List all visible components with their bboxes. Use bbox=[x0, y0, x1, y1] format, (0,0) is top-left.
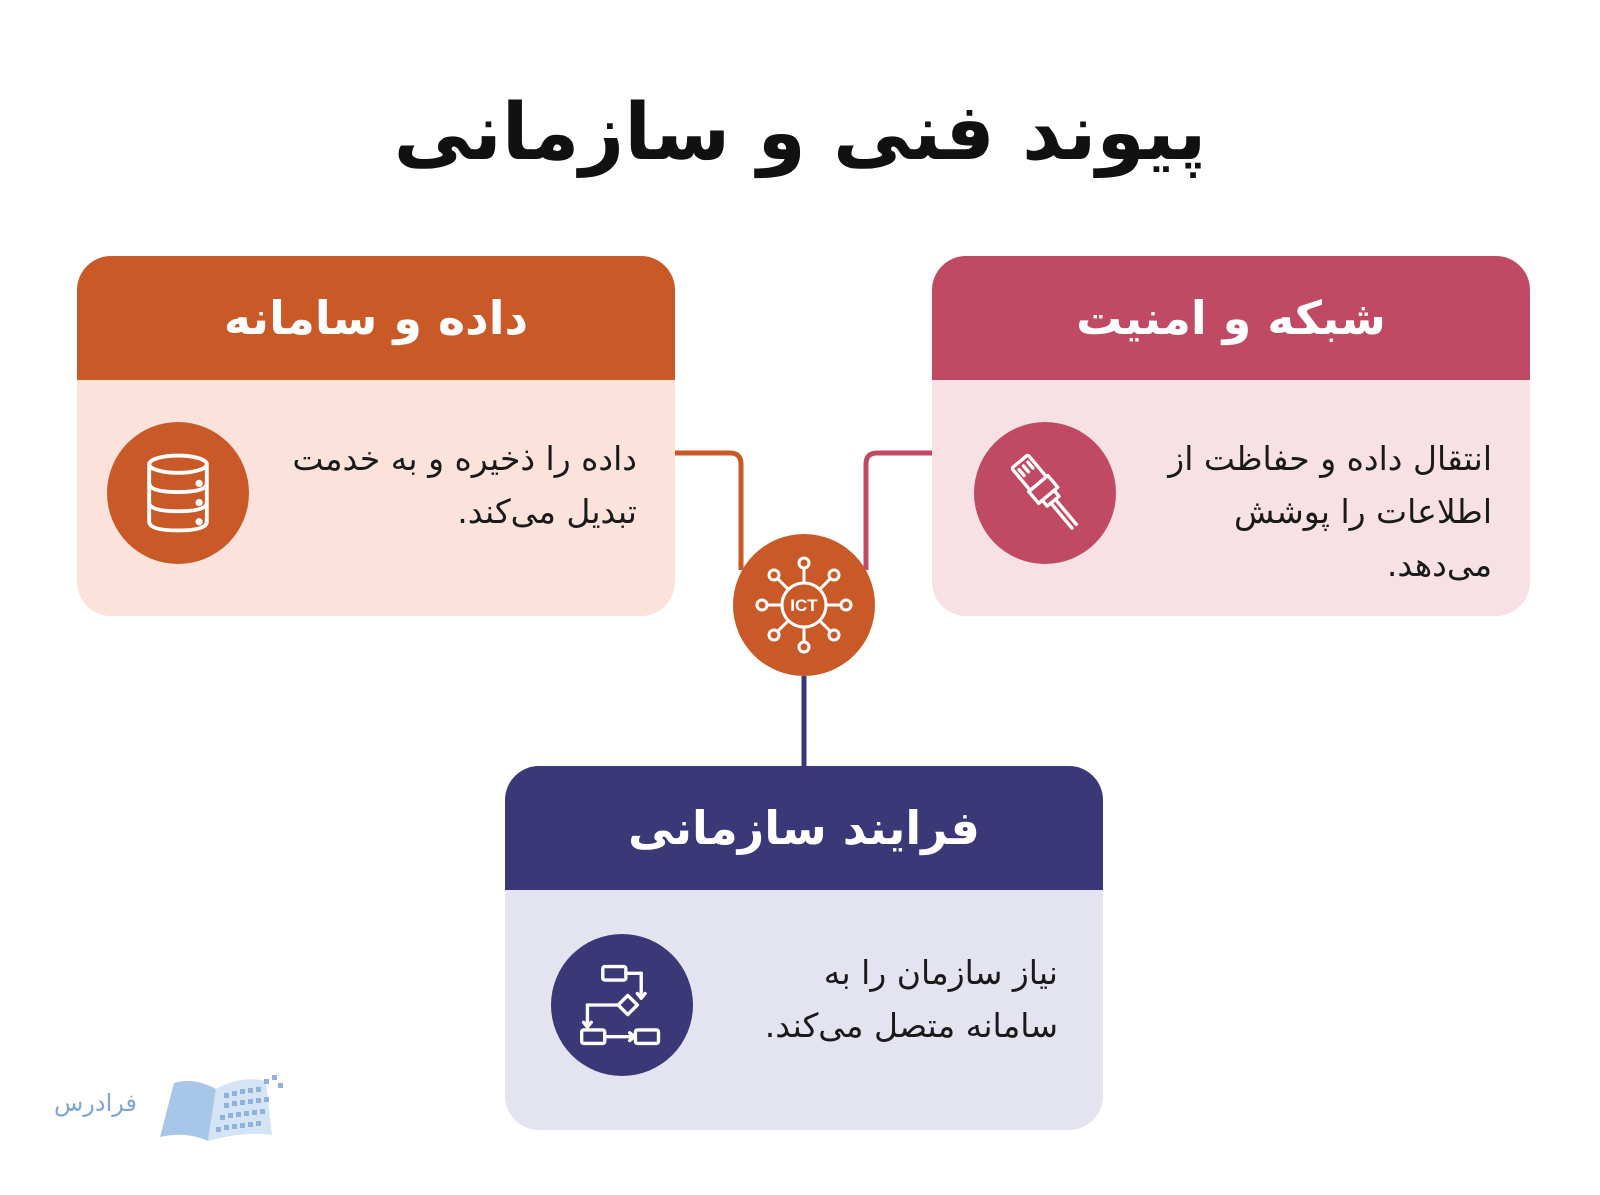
card-network-line-3: می‌دهد. bbox=[1386, 545, 1492, 584]
card-organizational-process: فرایند سازمانی نیاز سازمان را به سامانه … bbox=[505, 766, 1103, 1130]
database-icon bbox=[107, 422, 249, 564]
card-network-security: شبکه و امنیت انتقال داده و حفاظت از اطلا… bbox=[932, 256, 1530, 616]
card-process-body: نیاز سازمان را به سامانه متصل می‌کند. bbox=[505, 890, 1103, 1130]
connector-network bbox=[863, 450, 932, 570]
card-network-body: انتقال داده و حفاظت از اطلاعات را پوشش م… bbox=[932, 380, 1530, 616]
card-data-line-1: داده را ذخیره و به خدمت bbox=[292, 439, 637, 478]
faradars-logo: فرادرس bbox=[54, 1075, 290, 1145]
card-data-body: داده را ذخیره و به خدمت تبدیل می‌کند. bbox=[77, 380, 675, 616]
card-process-line-2: سامانه متصل می‌کند. bbox=[764, 1006, 1058, 1045]
card-process-line-1: نیاز سازمان را به bbox=[823, 953, 1058, 992]
hub-label: ICT bbox=[790, 596, 818, 615]
card-network-line-1: انتقال داده و حفاظت از bbox=[1168, 439, 1492, 478]
card-network-line-2: اطلاعات را پوشش bbox=[1234, 492, 1492, 531]
connector-data bbox=[675, 450, 744, 570]
card-network-description: انتقال داده و حفاظت از اطلاعات را پوشش م… bbox=[1168, 432, 1492, 591]
card-data-title: داده و سامانه bbox=[77, 256, 675, 380]
ethernet-cable-icon bbox=[974, 422, 1116, 564]
flowchart-icon bbox=[551, 934, 693, 1076]
ict-hub: ICT bbox=[733, 534, 875, 676]
logo-text: فرادرس bbox=[54, 1089, 137, 1117]
card-process-description: نیاز سازمان را به سامانه متصل می‌کند. bbox=[765, 946, 1058, 1052]
card-network-title: شبکه و امنیت bbox=[932, 256, 1530, 380]
page-title: پیوند فنی و سازمانی bbox=[393, 88, 1207, 178]
card-data-description: داده را ذخیره و به خدمت تبدیل می‌کند. bbox=[292, 432, 637, 538]
card-process-title: فرایند سازمانی bbox=[505, 766, 1103, 890]
card-data-line-2: تبدیل می‌کند. bbox=[457, 492, 637, 531]
card-data-system: داده و سامانه داده را ذخیره و به خدمت تب… bbox=[77, 256, 675, 616]
book-logo-icon bbox=[160, 1075, 283, 1141]
network-hub-icon: ICT bbox=[755, 556, 853, 654]
